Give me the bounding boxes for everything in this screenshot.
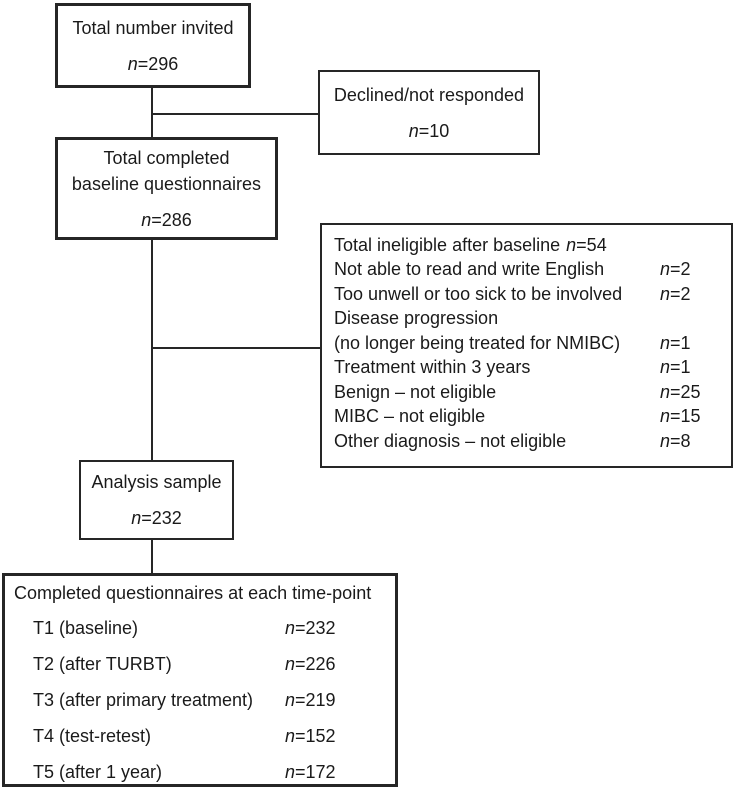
ineligible-item-row: Too unwell or too sick to be involved n=… [334, 282, 719, 307]
n-value: =152 [295, 725, 336, 746]
n-value: =54 [576, 234, 607, 255]
timepoint-row: T3 (after primary treatment) n=219 [14, 682, 386, 718]
timepoint-count: n=172 [285, 762, 336, 783]
n-symbol: n [131, 508, 142, 528]
n-value: =25 [670, 381, 701, 402]
n-symbol: n [285, 761, 296, 782]
n-symbol: n [408, 120, 419, 141]
n-symbol: n [660, 259, 671, 280]
connector-invited-to-baseline [151, 88, 153, 137]
timepoints-title: Completed questionnaires at each time-po… [14, 582, 372, 603]
n-symbol: n [566, 234, 577, 255]
timepoint-row: T4 (test-retest) n=152 [14, 718, 386, 754]
ineligible-item-label: Disease progression [334, 308, 499, 329]
ineligible-item-label: MIBC – not eligible [334, 406, 486, 427]
ineligible-item-count: n=2 [660, 284, 691, 305]
n-value: =1 [670, 357, 691, 378]
box-declined: Declined/not responded n=10 [318, 70, 540, 155]
ineligible-item-count: n=1 [660, 333, 691, 354]
ineligible-item-label: Benign – not eligible [334, 381, 497, 402]
n-symbol: n [285, 653, 296, 674]
n-symbol: n [660, 332, 671, 353]
box-declined-label: Declined/not responded [333, 84, 525, 105]
box-total-invited: Total number invited n=296 [55, 3, 251, 88]
ineligible-item-label: Too unwell or too sick to be involved [334, 283, 623, 304]
ineligible-item-label: Treatment within 3 years [334, 357, 531, 378]
connector-branch-ineligible [151, 347, 320, 349]
n-value: =286 [151, 209, 192, 230]
ineligible-item-count: n=2 [660, 259, 691, 280]
n-symbol: n [285, 725, 296, 746]
ineligible-item-count: n=8 [660, 431, 691, 452]
box-baseline-label-line1: Total completed [103, 147, 230, 168]
box-ineligible: Total ineligible after baseline n=54 Not… [320, 223, 733, 468]
ineligible-item-row: Benign – not eligible n=25 [334, 380, 719, 405]
ineligible-item-label: Other diagnosis – not eligible [334, 430, 567, 451]
box-timepoints: Completed questionnaires at each time-po… [2, 573, 398, 787]
ineligible-title: Total ineligible after baseline [334, 234, 561, 255]
n-value: =226 [295, 653, 336, 674]
n-value: =2 [670, 259, 691, 280]
n-value: =232 [141, 508, 182, 528]
n-value: =1 [670, 332, 691, 353]
ineligible-item-row: Not able to read and write English n=2 [334, 258, 719, 283]
box-baseline-label-line2: baseline questionnaires [71, 173, 262, 194]
timepoint-label: T1 (baseline) [33, 617, 139, 638]
n-symbol: n [141, 209, 152, 230]
n-value: =2 [670, 283, 691, 304]
ineligible-item-count: n=15 [660, 406, 701, 427]
timepoint-label: T2 (after TURBT) [33, 653, 172, 674]
ineligible-title-count: n=54 [566, 235, 607, 256]
n-symbol: n [285, 689, 296, 710]
timepoint-label: T5 (after 1 year) [33, 761, 163, 782]
ineligible-item-label: (no longer being treated for NMIBC) [334, 332, 621, 353]
n-symbol: n [660, 381, 671, 402]
timepoint-row: T5 (after 1 year) n=172 [14, 754, 386, 790]
box-total-invited-count: n=296 [128, 51, 179, 77]
n-symbol: n [660, 430, 671, 451]
n-value: =10 [418, 120, 450, 141]
ineligible-item-label: Not able to read and write English [334, 259, 605, 280]
box-total-invited-label: Total number invited [72, 17, 234, 38]
ineligible-item-row: Treatment within 3 years n=1 [334, 356, 719, 381]
ineligible-item-row: MIBC – not eligible n=15 [334, 405, 719, 430]
box-analysis-label: Analysis sample [91, 472, 222, 492]
ineligible-title-row: Total ineligible after baseline n=54 [334, 233, 719, 258]
box-analysis-count: n=232 [131, 505, 182, 531]
ineligible-item-count: n=1 [660, 357, 691, 378]
n-value: =219 [295, 689, 336, 710]
timepoint-row: T2 (after TURBT) n=226 [14, 646, 386, 682]
ineligible-item-row: Other diagnosis – not eligible n=8 [334, 429, 719, 454]
n-value: =8 [670, 430, 691, 451]
n-symbol: n [660, 283, 671, 304]
n-value: =232 [295, 617, 336, 638]
timepoint-count: n=219 [285, 690, 336, 711]
timepoint-count: n=232 [285, 618, 336, 639]
ineligible-item-row: Disease progression [334, 307, 719, 332]
box-baseline-count: n=286 [141, 207, 192, 233]
timepoint-count: n=152 [285, 726, 336, 747]
timepoint-label: T4 (test-retest) [33, 725, 152, 746]
timepoint-count: n=226 [285, 654, 336, 675]
box-baseline-completed: Total completed baseline questionnaires … [55, 137, 278, 240]
timepoint-label: T3 (after primary treatment) [33, 689, 254, 710]
n-value: =172 [295, 761, 336, 782]
n-value: =296 [137, 53, 179, 74]
timepoint-row: T1 (baseline) n=232 [14, 610, 386, 646]
ineligible-item-count: n=25 [660, 382, 701, 403]
connector-branch-declined [151, 113, 318, 115]
ineligible-item-row: (no longer being treated for NMIBC) n=1 [334, 331, 719, 356]
box-analysis-sample: Analysis sample n=232 [79, 460, 234, 540]
connector-analysis-to-timepoints [151, 540, 153, 573]
box-declined-count: n=10 [409, 118, 450, 144]
n-symbol: n [660, 406, 671, 427]
n-symbol: n [285, 617, 296, 638]
n-value: =15 [670, 406, 701, 427]
connector-baseline-to-analysis [151, 240, 153, 460]
n-symbol: n [660, 357, 671, 378]
n-symbol: n [127, 53, 138, 74]
